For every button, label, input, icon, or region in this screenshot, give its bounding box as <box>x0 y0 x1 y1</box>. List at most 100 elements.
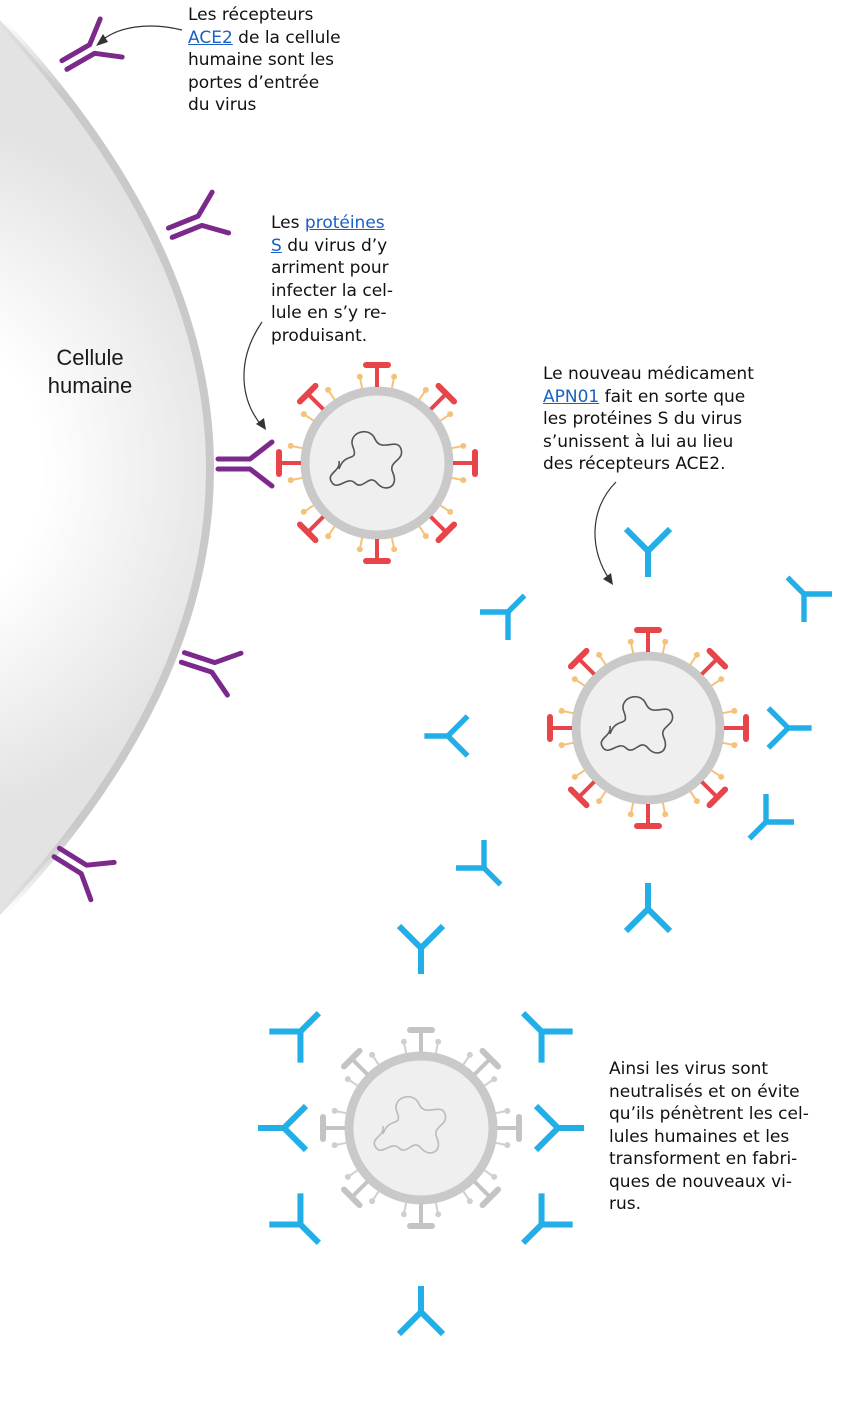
receptor-arm <box>215 439 275 462</box>
small-spike-tip <box>466 1198 473 1205</box>
spike-protein <box>306 515 325 534</box>
small-spike-tip <box>435 1211 442 1218</box>
small-spike-tip <box>331 1142 338 1149</box>
y-arm <box>538 1031 545 1063</box>
apn01-molecule <box>479 593 527 641</box>
y-arm <box>645 906 673 934</box>
y-arm <box>281 1125 309 1153</box>
note-line: rus. <box>609 1194 642 1214</box>
apn01-molecule <box>424 714 470 758</box>
small-spike-tip <box>693 651 700 658</box>
small-spike-tip <box>571 773 578 780</box>
receptor-arm <box>178 659 230 698</box>
note-line: du virus <box>188 95 257 115</box>
small-spike-tip <box>491 1173 498 1180</box>
y-arm <box>538 1193 545 1225</box>
small-spike-tip <box>325 533 332 540</box>
note-text: fait en sorte que <box>599 386 746 407</box>
small-spike-tip <box>400 1038 407 1045</box>
apn01-link[interactable]: APN01 <box>543 386 600 407</box>
receptor-arm <box>165 189 215 231</box>
virus-with-drug <box>547 627 749 829</box>
note-line: Ainsi les virus sont <box>609 1059 769 1079</box>
note-line: S du virus d’y <box>271 235 421 258</box>
note-line: APN01 fait en sorte que <box>543 386 793 409</box>
small-spike-tip <box>466 1051 473 1058</box>
note-line: infecter la cel- <box>271 280 394 301</box>
small-spike-tip <box>596 651 603 658</box>
small-spike-tip <box>325 386 332 393</box>
spike-protein-link-cont[interactable]: S <box>271 235 282 256</box>
y-arm <box>445 714 470 738</box>
apn01-molecule <box>269 1193 321 1245</box>
small-spike-tip <box>558 707 565 714</box>
y-arm <box>541 1221 573 1228</box>
viral-rna <box>373 1095 447 1154</box>
apn01-molecule <box>521 1193 573 1245</box>
note-line: ACE2 de la cellule <box>188 27 378 50</box>
small-spike-tip <box>558 742 565 749</box>
spike-protein <box>473 1180 492 1199</box>
y-stem <box>521 1222 544 1245</box>
note-ace2-receptors: Les récepteurs ACE2 de la cellule humain… <box>188 4 378 117</box>
note-line: ques de nouveaux vi- <box>609 1171 792 1192</box>
small-spike-tip <box>422 386 429 393</box>
small-spike-tip <box>300 508 307 515</box>
small-spike-tip <box>447 411 454 418</box>
spike-head <box>479 1186 502 1209</box>
y-arm <box>297 1193 304 1225</box>
small-spike-tip <box>369 1051 376 1058</box>
note-line: des récepteurs ACE2. <box>543 454 726 474</box>
y-arm <box>541 1028 573 1035</box>
apn01-molecule <box>455 839 503 887</box>
note-new-drug: Le nouveau médicament APN01 fait en sort… <box>543 363 793 476</box>
spike-protein <box>429 515 448 534</box>
small-spike-tip <box>391 373 398 380</box>
arrow-to-virus <box>243 321 263 427</box>
y-stem <box>521 1011 544 1034</box>
spike-protein <box>350 1057 369 1076</box>
virus-infecting <box>276 362 478 564</box>
y-arm <box>645 526 673 554</box>
viral-rna <box>600 695 674 754</box>
arrow-head-receptor <box>96 34 108 46</box>
virus-neutralized <box>320 1027 522 1229</box>
note-line: Les récepteurs <box>188 5 314 25</box>
receptor-arm <box>51 854 94 903</box>
spike-protein <box>577 657 596 676</box>
spike-head <box>435 382 458 405</box>
y-arm <box>396 923 424 951</box>
y-arm <box>445 734 470 758</box>
arrow-head-drug <box>603 573 613 585</box>
small-spike-tip <box>627 811 634 818</box>
y-stem <box>785 575 806 596</box>
small-spike-tip <box>422 533 429 540</box>
note-line: neutralisés et on évite <box>609 1081 800 1102</box>
arrow-to-drug <box>594 481 617 581</box>
small-spike-tip <box>287 442 294 449</box>
small-spike-tip <box>435 1038 442 1045</box>
y-stem <box>747 820 768 841</box>
apn01-molecule <box>396 923 446 974</box>
y-arm <box>479 609 508 615</box>
small-spike-tip <box>571 676 578 683</box>
apn01-molecule <box>747 793 795 841</box>
spike-head <box>435 521 458 544</box>
ace2-receptor <box>165 189 232 240</box>
receptor-arm <box>64 50 125 72</box>
small-spike-tip <box>504 1142 511 1149</box>
ace2-link[interactable]: ACE2 <box>188 27 233 48</box>
note-neutralized: Ainsi les virus sont neutralisés et on é… <box>609 1058 841 1216</box>
y-arm <box>455 865 484 871</box>
small-spike-tip <box>344 1173 351 1180</box>
spike-head <box>567 786 590 809</box>
note-text: Les <box>271 213 305 233</box>
small-spike-tip <box>718 773 725 780</box>
small-spike-tip <box>460 442 467 449</box>
small-spike-tip <box>731 707 738 714</box>
apn01-molecule <box>533 1103 584 1153</box>
y-stem <box>506 593 527 614</box>
virus-envelope <box>344 1051 498 1205</box>
spike-protein-link[interactable]: protéines <box>304 213 385 233</box>
cell-label: Cellule humaine <box>20 344 160 400</box>
